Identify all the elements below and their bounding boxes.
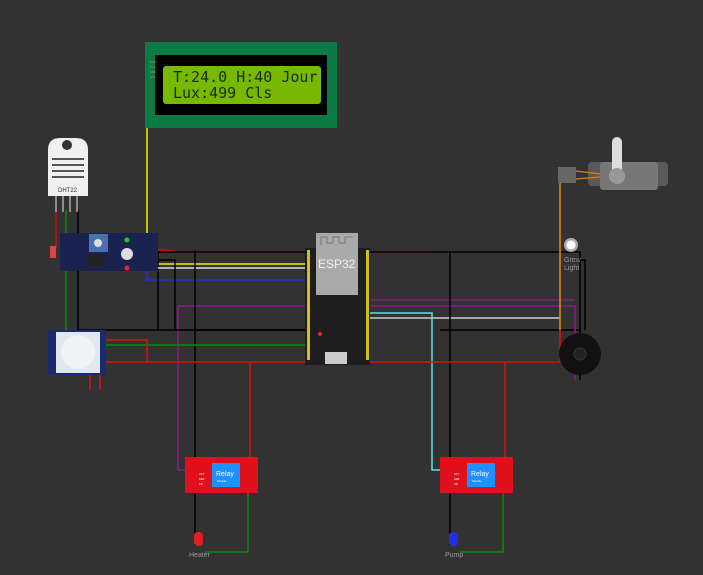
heater-label: Heater	[189, 552, 211, 559]
wire-cyan	[310, 312, 442, 471]
wire-purple2	[178, 305, 576, 380]
relay-module-heater[interactable]: Relay Module VCC GND IN	[185, 457, 258, 493]
esp32-board[interactable]: ESP32	[305, 233, 370, 365]
lcd-pin-gnd: GND	[150, 60, 158, 64]
esp32-label: ESP32	[318, 257, 356, 271]
relay1-title: Relay	[216, 471, 234, 478]
lcd-display[interactable]: T:24.0 H:40 Jour Lux:499 Cls GND VCC SDA…	[145, 42, 337, 128]
esp32-pins	[307, 250, 369, 360]
usb-port	[325, 352, 347, 364]
relay-module-pump[interactable]: Relay Module VCC GND IN	[440, 457, 513, 493]
lcd-pin-scl: SCL	[150, 75, 156, 79]
wire-green-relay2	[460, 482, 504, 553]
grow-light-label-2: Light	[564, 265, 579, 272]
servo-motor[interactable]	[558, 137, 668, 190]
lcd-line-1: T:24.0 H:40 Jour	[173, 68, 318, 86]
wire-black-top	[157, 251, 581, 331]
pump-led[interactable]: Pump	[445, 532, 463, 559]
pir-motion-sensor[interactable]	[48, 330, 106, 375]
pump-label: Pump	[445, 552, 463, 559]
relay1-pin-vcc: VCC	[199, 472, 205, 476]
grow-light-label-1: Grow	[564, 257, 582, 264]
wire-green-relay1	[205, 482, 249, 553]
relay2-pin-gnd: GND	[454, 477, 460, 481]
relay1-subtitle: Module	[217, 479, 227, 483]
ldr-light-sensor-module[interactable]	[50, 233, 158, 271]
heater-led[interactable]: Heater	[189, 532, 211, 559]
dht22-sensor[interactable]: DHT22	[48, 138, 88, 212]
lcd-line-2: Lux:499 Cls	[173, 84, 272, 102]
relay1-pin-gnd: GND	[199, 477, 205, 481]
wire-black-right	[575, 259, 586, 330]
wire-green-left	[65, 210, 310, 346]
wire-red-pir2	[99, 339, 148, 390]
dht22-label: DHT22	[58, 188, 78, 194]
relay2-title: Relay	[471, 471, 489, 478]
grow-light-led[interactable]: Grow Light	[564, 238, 582, 272]
relay1-pin-in: IN	[199, 482, 203, 486]
relay2-pin-vcc: VCC	[454, 472, 460, 476]
wire-blue	[146, 270, 310, 281]
relay2-subtitle: Module	[472, 479, 482, 483]
relay2-pin-in: IN	[454, 482, 458, 486]
buzzer[interactable]	[559, 333, 601, 375]
lcd-pin-sda: SDA	[150, 70, 156, 74]
lcd-pin-vcc: VCC	[150, 65, 157, 69]
